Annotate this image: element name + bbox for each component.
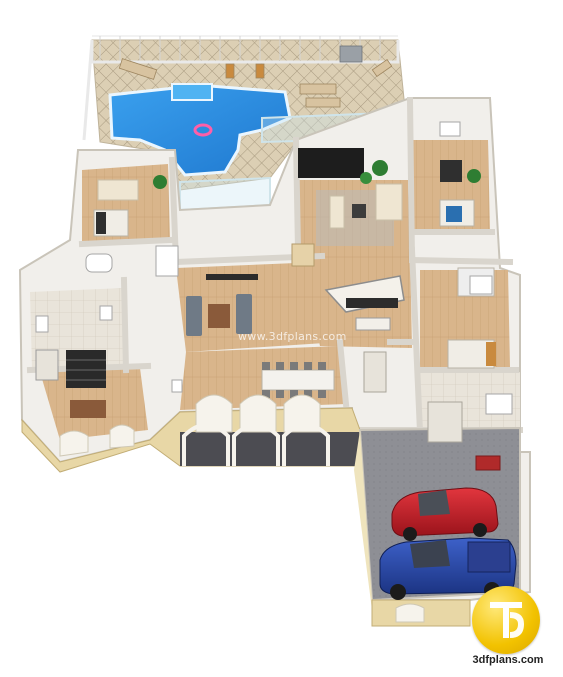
living-room-furniture	[186, 274, 258, 336]
brand-logo[interactable]: 3dfplans.com	[472, 586, 552, 666]
lounge-chairs	[118, 45, 393, 108]
pool-float-icon	[193, 123, 213, 137]
bedroom-left	[93, 175, 167, 237]
bedroom-right	[439, 160, 481, 227]
blue-truck	[379, 537, 517, 600]
kitchen	[324, 275, 405, 393]
swimming-pool	[108, 83, 292, 177]
dining-area	[261, 362, 335, 398]
bathrooms	[35, 121, 513, 415]
front-facade	[21, 394, 361, 473]
family-room-furniture	[291, 148, 403, 267]
red-car	[391, 487, 499, 541]
logo-caption: 3dfplans.com	[472, 654, 544, 666]
watermark-text: www.3dfplans.com	[238, 330, 347, 343]
logo-mark-icon	[490, 602, 524, 638]
study	[35, 349, 106, 418]
